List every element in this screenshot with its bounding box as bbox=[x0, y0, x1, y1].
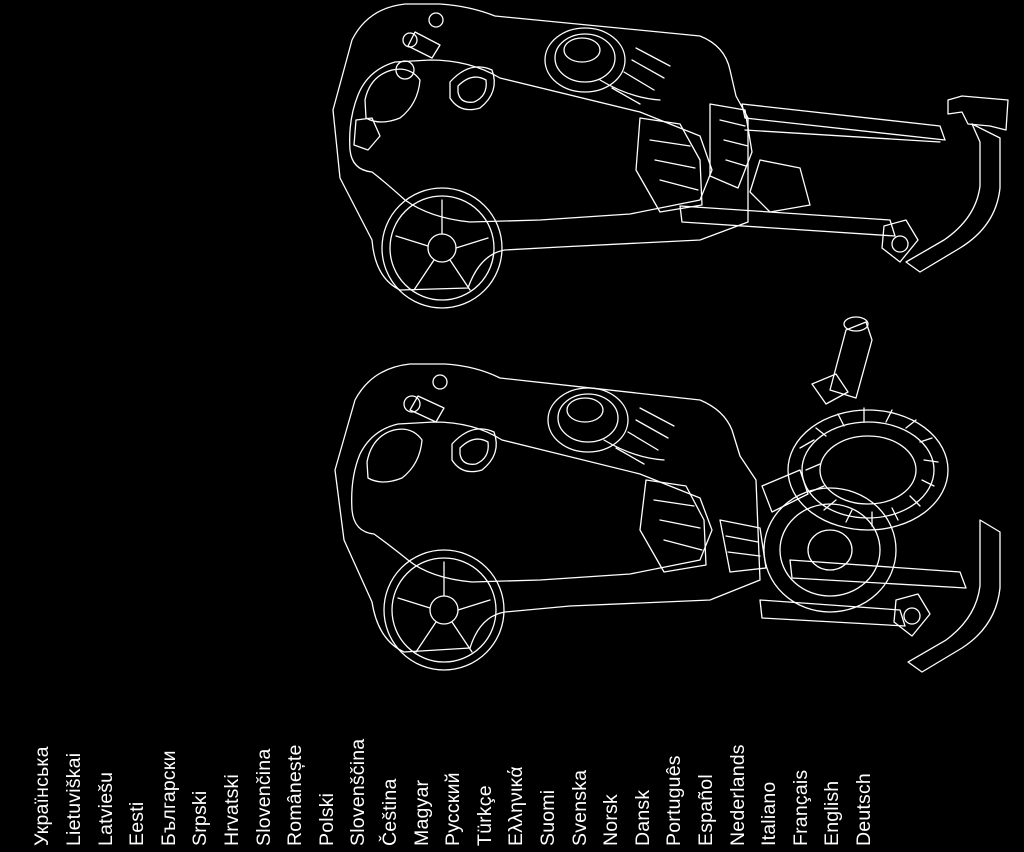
language-label: Türkçe bbox=[473, 785, 496, 846]
language-label: Românește bbox=[284, 744, 307, 846]
language-label: Nederlands bbox=[726, 744, 749, 846]
language-label: Suomi bbox=[537, 789, 559, 846]
pressure-washer-illustration-bottom bbox=[334, 316, 1001, 673]
language-label: Slovenščina bbox=[347, 738, 370, 846]
language-label: Português bbox=[663, 755, 686, 846]
language-label: Eesti bbox=[126, 801, 149, 846]
language-label: Hrvatski bbox=[221, 773, 243, 846]
language-label: Magyar bbox=[410, 779, 433, 846]
pressure-washer-illustration-top bbox=[332, 3, 1009, 309]
language-label: Čeština bbox=[379, 778, 401, 846]
language-label: Srpski bbox=[189, 790, 212, 846]
language-label: Български bbox=[157, 750, 180, 846]
language-label: Français bbox=[789, 769, 812, 846]
language-label: Italiano bbox=[758, 781, 781, 846]
language-label: Deutsch bbox=[853, 773, 875, 846]
language-label: English bbox=[821, 780, 844, 846]
language-label: Svenska bbox=[568, 769, 591, 846]
language-label: Dansk bbox=[631, 789, 654, 846]
language-label: Slovenčina bbox=[252, 748, 275, 846]
language-label: Polski bbox=[315, 792, 338, 846]
language-label: Українська bbox=[31, 746, 54, 846]
language-label: Русский bbox=[442, 772, 465, 846]
language-label: Ελληνικά bbox=[505, 766, 528, 846]
language-label: Norsk bbox=[600, 794, 623, 846]
language-label: Lietuviškai bbox=[63, 752, 85, 846]
language-label: Español bbox=[695, 774, 717, 846]
language-label: Latviešu bbox=[94, 771, 117, 846]
